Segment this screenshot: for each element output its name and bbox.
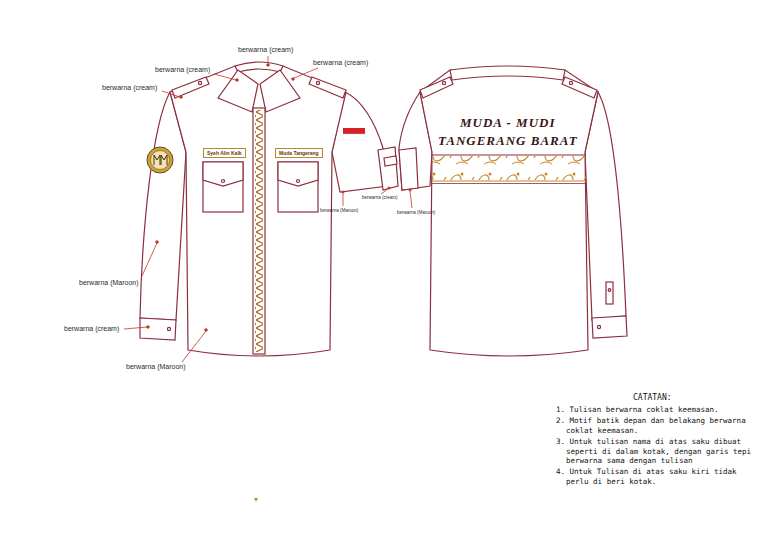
button <box>597 325 600 328</box>
note-item: 2. Motif batik depan dan belakang berwar… <box>556 416 756 435</box>
band-line <box>432 154 586 155</box>
leader-lines-part <box>381 189 388 194</box>
button <box>222 180 225 183</box>
back-collar <box>450 66 565 80</box>
leader-lines-part <box>147 326 150 329</box>
sleeve-badge <box>147 147 173 173</box>
sleeve-badge-part <box>147 147 173 173</box>
rolled-cuff <box>399 148 418 190</box>
sleeve-badge-part <box>151 151 170 170</box>
leader-lines-part <box>409 189 411 191</box>
sleeve-tab <box>384 156 397 166</box>
flag-part <box>343 134 365 140</box>
leader-lines-part <box>343 193 344 206</box>
leader-lines-part <box>267 64 270 67</box>
note-item: 4. Untuk Tulisan di atas saku kiri tidak… <box>556 467 756 486</box>
leader-lines <box>124 56 412 362</box>
epaulette <box>562 77 597 98</box>
back-body <box>420 70 598 356</box>
leader-lines-part <box>236 79 239 82</box>
flag <box>343 128 365 140</box>
name-tag-box: Muda Tangerang <box>275 148 323 158</box>
front-shirt <box>140 62 398 356</box>
band-line <box>432 180 586 181</box>
color-callout: berwarna (cream) <box>64 325 119 333</box>
pocket <box>203 162 243 212</box>
sleeve-badge-part <box>154 155 167 165</box>
leader-lines-part <box>156 241 159 244</box>
leader-lines-part <box>124 327 147 329</box>
leader-lines-part <box>292 78 295 81</box>
band-line <box>432 183 586 184</box>
color-callout: berwarna (Maroon) <box>320 208 358 213</box>
color-callout: berwarna (cream) <box>102 84 157 92</box>
button <box>608 289 611 292</box>
leader-lines-part <box>388 187 390 189</box>
leader-lines-part <box>142 243 157 276</box>
pocket <box>278 162 318 212</box>
pocket-flap <box>203 162 243 186</box>
back-print-text: MUDA - MUDI <box>460 116 556 131</box>
button <box>569 81 572 84</box>
color-callout: berwarna (cream) <box>238 46 293 54</box>
sleeve-cuff <box>140 318 176 340</box>
rolled-cuff <box>378 147 398 190</box>
batik-band <box>432 156 586 180</box>
epaulette <box>309 77 346 98</box>
button <box>442 81 445 84</box>
epaulette <box>172 77 209 98</box>
color-callout: berwarna (cream) <box>313 59 368 67</box>
name-tag-box: Syeh Alin Kalk <box>203 148 246 158</box>
leader-lines-part <box>294 68 318 78</box>
leader-lines-part <box>205 329 208 332</box>
note-item: 1. Tulisan berwarna coklat keemasan. <box>556 405 756 414</box>
flag-part <box>343 128 365 134</box>
color-callout: berwarna (Maroon) <box>79 279 139 287</box>
collar-stand <box>235 62 283 72</box>
leader-lines-part <box>410 191 412 208</box>
notes-heading: CATATAN: <box>633 393 672 403</box>
color-callout: berwarna (Maroon) <box>126 363 186 371</box>
button <box>316 81 319 84</box>
sleeve-cuff <box>592 316 627 338</box>
leader-lines-part <box>268 56 269 64</box>
leader-lines-part <box>342 191 344 193</box>
note-item: 3. Untuk tulisan nama di atas saku dibua… <box>556 437 756 465</box>
batik-motif <box>255 110 263 352</box>
name-tag-text: Syeh Alin Kalk <box>207 150 242 156</box>
leader-lines-part <box>162 91 180 97</box>
pocket-flap <box>278 162 318 186</box>
button <box>198 81 201 84</box>
leader-lines-part <box>180 96 183 99</box>
front-body <box>170 66 346 356</box>
color-callout: berwarna (cream) <box>155 66 210 74</box>
collar-left <box>218 70 258 112</box>
button <box>167 327 170 330</box>
name-tag-text: Muda Tangerang <box>279 150 319 156</box>
leader-lines-part <box>214 74 236 80</box>
collar-right <box>260 70 300 112</box>
mark <box>254 498 258 502</box>
leader-lines-part <box>182 331 206 362</box>
color-callout: berwarna (cream) <box>362 195 398 200</box>
sleeve-placket <box>606 282 613 304</box>
button <box>297 180 300 183</box>
epaulette <box>420 77 453 98</box>
placket <box>253 108 265 354</box>
back-print-text: TANGERANG BARAT <box>438 134 578 149</box>
color-callout: berwarna (Maroon) <box>397 210 435 215</box>
